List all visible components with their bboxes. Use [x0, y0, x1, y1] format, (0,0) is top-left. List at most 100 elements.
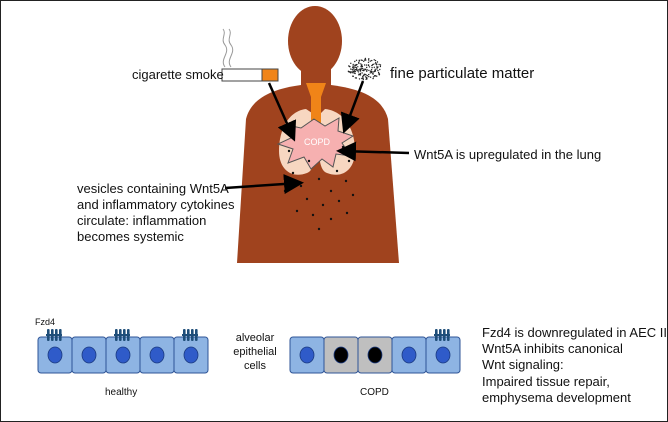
- particle-speck: [376, 61, 379, 63]
- particle-speck: [374, 68, 376, 71]
- cigarette-icon: [221, 28, 279, 82]
- cell-nucleus: [183, 346, 199, 364]
- arrow-vesicles: [224, 174, 304, 194]
- particle-speck: [372, 71, 374, 73]
- particle-speck: [374, 59, 377, 62]
- particle-speck: [354, 70, 356, 73]
- particle-speck: [348, 65, 350, 67]
- particle-speck: [368, 58, 370, 60]
- particle-speck: [358, 59, 360, 61]
- particle-speck: [367, 61, 370, 63]
- particle-speck: [350, 62, 352, 64]
- particle-speck: [353, 67, 355, 69]
- particle-speck: [364, 73, 366, 76]
- wnt5a-upregulated-label: Wnt5A is upregulated in the lung: [414, 147, 602, 162]
- particle-speck: [366, 66, 368, 69]
- vesicle-dot: [345, 211, 349, 215]
- particle-speck: [351, 68, 353, 71]
- particle-speck: [357, 66, 359, 68]
- particle-speck: [359, 72, 362, 75]
- particle-speck: [352, 66, 354, 69]
- cell-nucleus: [81, 346, 97, 364]
- particle-speck: [367, 59, 370, 61]
- particle-speck: [361, 67, 364, 70]
- particle-speck: [371, 67, 373, 69]
- particle-speck: [361, 72, 363, 74]
- particle-speck: [354, 72, 356, 75]
- right-line-2: Wnt5A inhibits canonical: [482, 341, 623, 356]
- cell-nucleus: [367, 346, 383, 364]
- particle-speck: [355, 59, 358, 61]
- particle-speck: [362, 74, 365, 77]
- particle-speck: [369, 70, 372, 72]
- vesicle-dot: [291, 171, 295, 175]
- cell-nucleus: [333, 346, 349, 364]
- particle-speck: [377, 69, 379, 72]
- vesicle-dot: [351, 193, 355, 197]
- particle-speck: [368, 69, 370, 72]
- particle-speck: [361, 77, 363, 80]
- vesicle-dot: [335, 169, 339, 173]
- particle-speck: [361, 64, 363, 66]
- particle-speck: [356, 63, 358, 66]
- particle-speck: [373, 66, 375, 69]
- cell-nucleus: [401, 346, 417, 364]
- vesicles-line-3: circulate: inflammation: [77, 213, 207, 228]
- particle-speck: [364, 76, 367, 78]
- particle-speck: [376, 75, 378, 77]
- particle-speck: [369, 60, 371, 62]
- right-line-4: Impaired tissue repair,: [482, 374, 610, 389]
- particle-speck: [376, 66, 378, 68]
- fzd4-receptor-icon: [46, 329, 62, 341]
- particle-speck: [379, 64, 382, 66]
- copd-center-label: COPD: [304, 137, 331, 147]
- particle-speck: [367, 64, 370, 66]
- arrow-wnt5a-to-lung: [336, 141, 410, 162]
- cell-nucleus: [435, 346, 451, 364]
- particle-speck: [362, 77, 364, 80]
- particle-speck: [378, 73, 380, 75]
- particle-speck: [350, 68, 352, 70]
- vesicle-dot: [305, 197, 309, 201]
- particle-speck: [366, 76, 368, 79]
- vesicle-dot: [311, 213, 315, 217]
- right-line-5: emphysema development: [482, 390, 631, 405]
- copd-bottom-label: COPD: [360, 387, 389, 398]
- vesicle-dot: [329, 189, 333, 193]
- particle-speck: [351, 72, 353, 74]
- particle-speck: [362, 76, 364, 79]
- particle-speck: [369, 72, 371, 74]
- right-line-1: Fzd4 is downregulated in AEC II: [482, 325, 667, 340]
- cigarette-smoke-label: cigarette smoke: [132, 67, 224, 82]
- particle-speck: [360, 65, 362, 68]
- particle-speck: [352, 63, 354, 66]
- vesicle-dot: [347, 159, 351, 163]
- particle-speck: [361, 59, 363, 62]
- vesicle-dot: [295, 209, 299, 213]
- cells-line-1: alveolar: [235, 332, 275, 344]
- particle-speck: [352, 65, 354, 67]
- particle-speck: [353, 68, 355, 70]
- healthy-label: healthy: [105, 387, 138, 398]
- particle-speck: [358, 62, 360, 65]
- particle-speck: [352, 70, 354, 72]
- vesicles-line-4: becomes systemic: [77, 229, 184, 244]
- particle-speck: [366, 69, 368, 71]
- cell-nucleus: [115, 346, 131, 364]
- cell-nucleus: [47, 346, 63, 364]
- particle-speck: [373, 59, 375, 61]
- particle-speck: [363, 60, 365, 62]
- arrow-particulate-to-lung: [340, 80, 365, 134]
- particle-speck: [362, 69, 364, 72]
- particle-speck: [374, 63, 376, 65]
- particle-speck: [377, 71, 380, 74]
- particle-speck: [373, 70, 376, 72]
- particle-speck: [360, 63, 362, 65]
- particle-speck: [360, 67, 362, 70]
- particle-speck: [371, 64, 374, 66]
- vesicles-line-2: and inflammatory cytokines: [77, 197, 235, 212]
- particle-speck: [376, 68, 378, 70]
- particle-speck: [347, 70, 350, 73]
